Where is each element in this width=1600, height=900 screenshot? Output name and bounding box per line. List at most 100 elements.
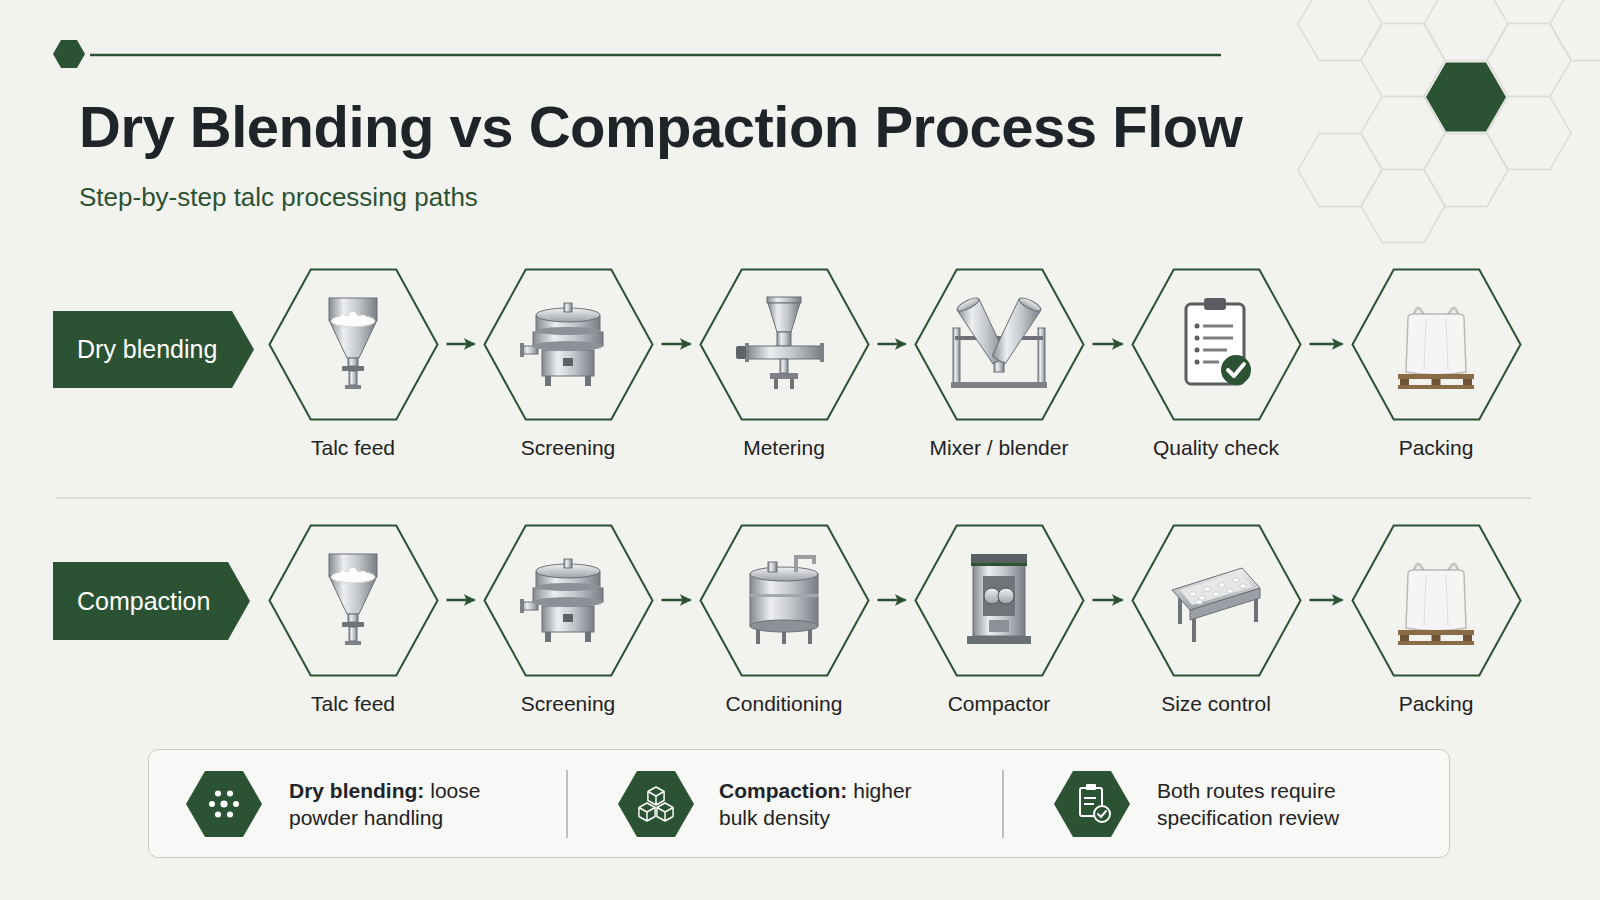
step-label-row: Size control xyxy=(1131,691,1302,717)
process-step: Screening xyxy=(483,524,654,717)
process-step: Packing xyxy=(1351,268,1522,461)
note-icons xyxy=(186,771,1130,837)
step-hexagon xyxy=(483,524,654,677)
step-label: Screening xyxy=(521,435,616,461)
bulk-bag-icon xyxy=(1398,564,1474,645)
note-icons xyxy=(648,787,664,805)
step-hexagon xyxy=(268,268,439,421)
note-icons xyxy=(1094,806,1110,822)
step-label: Talc feed xyxy=(311,691,395,717)
clipboard-icon xyxy=(1186,298,1251,385)
note-icons xyxy=(215,811,221,817)
note-icons xyxy=(209,791,239,818)
step-label: Size control xyxy=(1161,691,1271,717)
honeycomb-decoration xyxy=(1298,134,1382,207)
step-hexagon xyxy=(700,269,868,419)
notes-dividers xyxy=(567,770,1003,838)
header-decoration xyxy=(53,40,85,68)
process-step: Packing xyxy=(1351,524,1522,717)
step-label-row: Metering xyxy=(699,435,870,461)
note-icons xyxy=(227,811,233,817)
step-hexagon xyxy=(1131,524,1302,677)
step-hexagon xyxy=(915,525,1083,675)
flow-arrow xyxy=(447,599,475,602)
step-hexagon xyxy=(699,524,870,677)
process-step: Talc feed xyxy=(268,268,439,461)
accent-hexagon xyxy=(1426,62,1506,131)
note-icons xyxy=(1084,803,1094,805)
step-label-row: Screening xyxy=(483,691,654,717)
step-label: Packing xyxy=(1399,435,1474,461)
note-text-block: Both routes require specification review xyxy=(1157,777,1417,831)
honeycomb-decoration xyxy=(1424,134,1508,207)
note-icons xyxy=(233,801,239,807)
note-text: Both routes require specification review xyxy=(1157,779,1339,829)
step-label-row: Screening xyxy=(483,435,654,461)
flow-arrow xyxy=(1093,599,1123,602)
note-text-block: Compaction:higher bulk density xyxy=(719,777,934,831)
step-icons xyxy=(329,295,1474,645)
diagram-title: Dry Blending vs Compaction Process Flow xyxy=(79,98,1242,156)
step-label: Quality check xyxy=(1153,435,1279,461)
route-name: Dry blending xyxy=(77,335,217,364)
step-label-row: Compactor xyxy=(914,691,1085,717)
route-name: Compaction xyxy=(77,587,210,616)
honeycomb-decoration xyxy=(1298,0,1382,60)
process-step: Talc feed xyxy=(268,524,439,717)
process-step: Screening xyxy=(483,268,654,461)
note-icons xyxy=(1084,797,1096,799)
notes-panel: Dry blending:loose powder handling Compac… xyxy=(148,749,1450,858)
header-decoration xyxy=(90,54,1221,57)
note-icons xyxy=(209,801,215,807)
process-step: Mixer / blender xyxy=(914,268,1085,461)
step-label: Packing xyxy=(1399,691,1474,717)
row-separator xyxy=(56,497,1531,498)
step-hexagon xyxy=(269,525,437,675)
note-icons xyxy=(1054,771,1130,837)
process-step: Conditioning xyxy=(699,524,870,717)
step-hexagon xyxy=(1132,269,1300,419)
step-hexagon xyxy=(484,269,652,419)
process-step: Size control xyxy=(1131,524,1302,717)
compactor-icon xyxy=(967,554,1031,644)
step-hexagon xyxy=(1132,525,1300,675)
flow-arrow xyxy=(1310,599,1343,602)
step-hexagon xyxy=(484,525,652,675)
process-step: Quality check xyxy=(1131,268,1302,461)
process-step: Compactor xyxy=(914,524,1085,717)
step-label-row: Packing xyxy=(1351,691,1522,717)
step-label: Metering xyxy=(743,435,825,461)
note-group: Compaction:higher bulk density xyxy=(719,750,934,857)
step-label-row: Quality check xyxy=(1131,435,1302,461)
banner-shape xyxy=(53,562,250,640)
subtitle: Step-by-step talc processing paths xyxy=(79,183,478,212)
step-label: Screening xyxy=(521,691,616,717)
header-decoration xyxy=(53,40,1221,68)
step-hexagon xyxy=(1131,268,1302,421)
feed-hopper-icon xyxy=(329,554,377,645)
step-hexagon xyxy=(268,524,439,677)
step-label: Conditioning xyxy=(726,691,843,717)
flow-arrow xyxy=(447,343,475,346)
step-hexagon xyxy=(483,268,654,421)
note-group: Dry blending:loose powder handling xyxy=(289,750,529,857)
v-blender-icon xyxy=(951,295,1047,388)
step-label-row: Talc feed xyxy=(268,691,439,717)
step-label-row: Talc feed xyxy=(268,435,439,461)
note-icons xyxy=(227,791,233,797)
step-label: Mixer / blender xyxy=(930,435,1069,461)
step-label-row: Packing xyxy=(1351,435,1522,461)
note-group: Both routes require specification review xyxy=(1157,750,1417,857)
note-icons xyxy=(186,771,262,837)
flow-arrow xyxy=(662,599,691,602)
notes-dividers xyxy=(1002,770,1003,838)
step-label-row: Mixer / blender xyxy=(914,435,1085,461)
note-icons xyxy=(1086,784,1096,790)
screener-icon xyxy=(520,303,603,386)
route-banner: Dry blending xyxy=(53,311,254,388)
process-step: Metering xyxy=(699,268,870,461)
connector-group xyxy=(447,344,1343,600)
note-icons xyxy=(618,771,694,837)
honeycomb-decoration xyxy=(1298,0,1600,242)
step-hexagon xyxy=(269,269,437,419)
